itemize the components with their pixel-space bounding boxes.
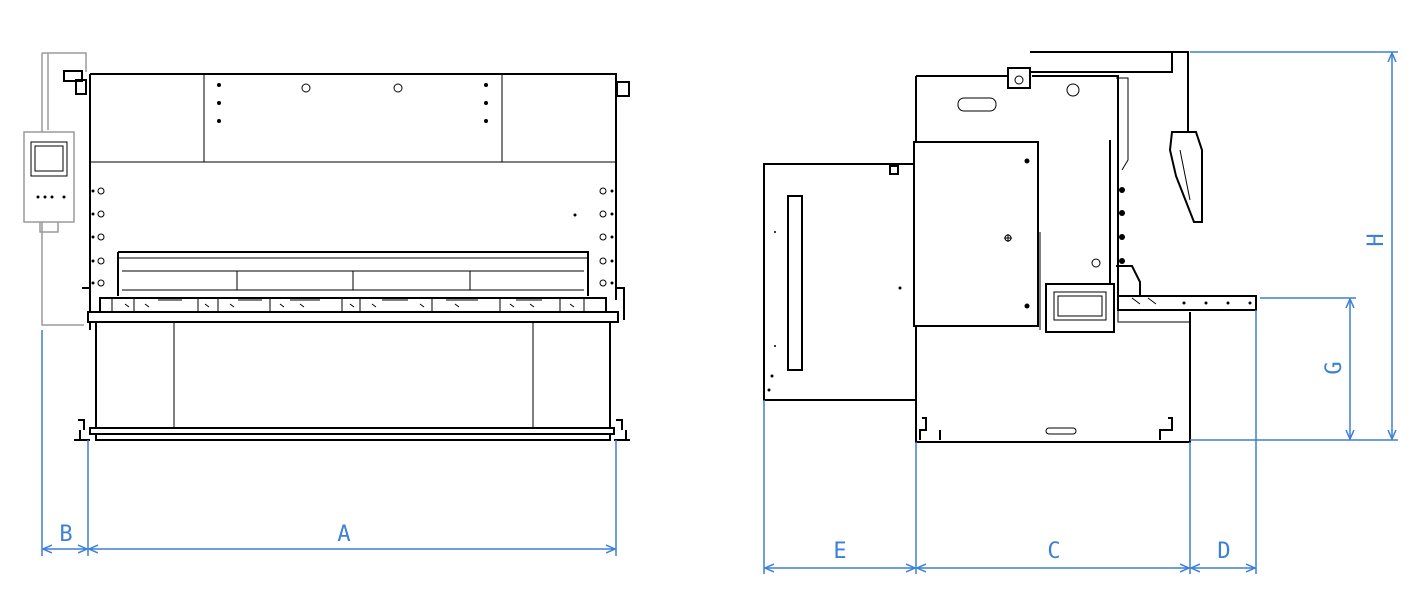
tool-clamps [99,297,607,313]
left-bolts [91,187,105,287]
support-arm [1117,295,1257,323]
control-box [1045,283,1115,333]
c-frame [1091,77,1141,300]
front-view [23,52,630,441]
dimension-label-e: E [833,539,846,564]
side-frames [89,161,617,300]
front-feet [74,419,630,441]
ram-beam [117,251,589,296]
dimension-label-b: B [59,522,72,547]
dimension-label-d: D [1217,539,1230,564]
side-view [763,51,1257,443]
upper-frame [89,73,630,163]
lower-table [82,287,625,441]
machine-body [913,75,1191,443]
dimension-lines [41,51,1398,574]
control-pendant [23,52,87,326]
dimension-label-h: H [1364,233,1389,246]
rear-panel [763,163,917,401]
right-bolts [599,187,614,287]
pendant-arm [1007,51,1203,223]
side-feet [919,417,1173,440]
dimension-label-c: C [1047,539,1060,564]
dimension-labels: B A E C D G H [59,233,1389,564]
dimension-label-g: G [1322,361,1347,374]
dimension-label-a: A [337,522,350,547]
